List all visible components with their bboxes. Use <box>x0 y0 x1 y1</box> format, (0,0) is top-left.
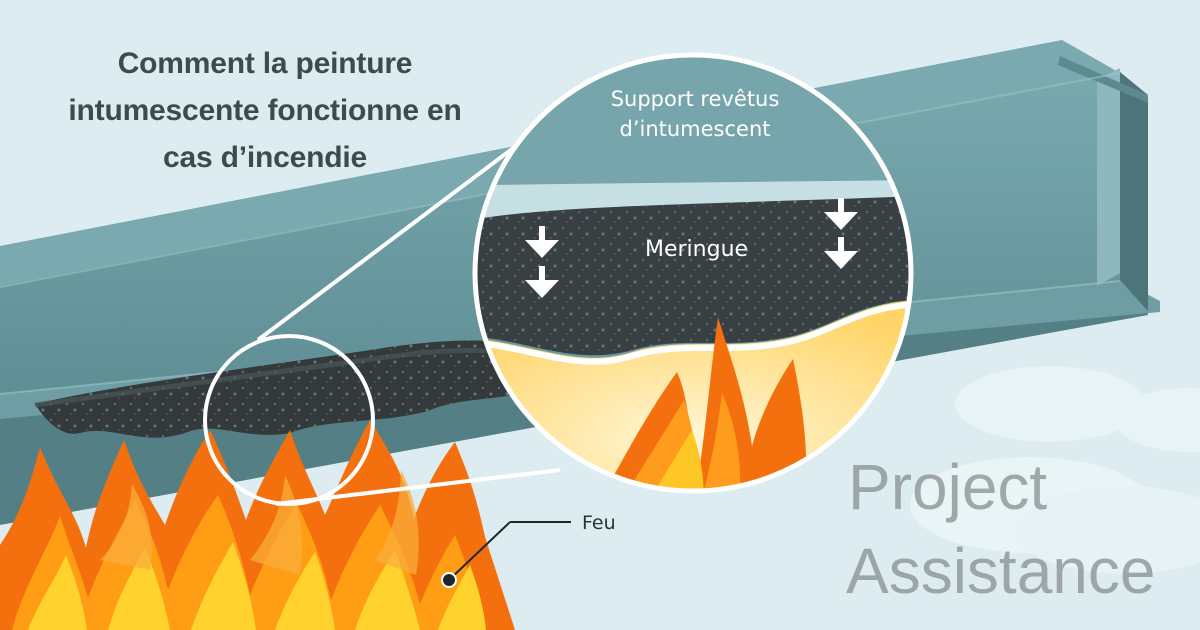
highlight-circle <box>203 334 375 506</box>
support-label-line-1: Support revêtus <box>610 87 780 111</box>
zoom-view <box>475 55 911 491</box>
meringue-label: Meringue <box>645 237 749 262</box>
feu-label: Feu <box>582 512 616 534</box>
down-arrow-icon <box>824 198 858 230</box>
watermark: Project Assistance <box>846 445 1155 613</box>
down-arrow-icon <box>525 226 559 258</box>
watermark-line-2: Assistance <box>846 535 1156 607</box>
support-label-line-2: d’intumescent <box>619 117 771 141</box>
watermark-line-1: Project <box>848 451 1048 523</box>
title-line-2: intumescente fonctionne en <box>68 94 462 127</box>
page-title: Comment la peinture intumescente fonctio… <box>40 40 490 181</box>
fire <box>0 420 515 630</box>
feu-callout <box>441 521 571 588</box>
zoom-circle <box>472 52 914 494</box>
support-label: Support revêtus d’intumescent <box>570 84 820 144</box>
down-arrow-icon <box>824 237 858 269</box>
title-line-1: Comment la peinture <box>117 47 413 80</box>
title-line-3: cas d’incendie <box>163 141 367 174</box>
down-arrow-icon <box>525 266 559 298</box>
down-arrow-icon-group <box>525 198 858 298</box>
background-clouds <box>910 366 1200 574</box>
char-layer <box>34 340 541 438</box>
